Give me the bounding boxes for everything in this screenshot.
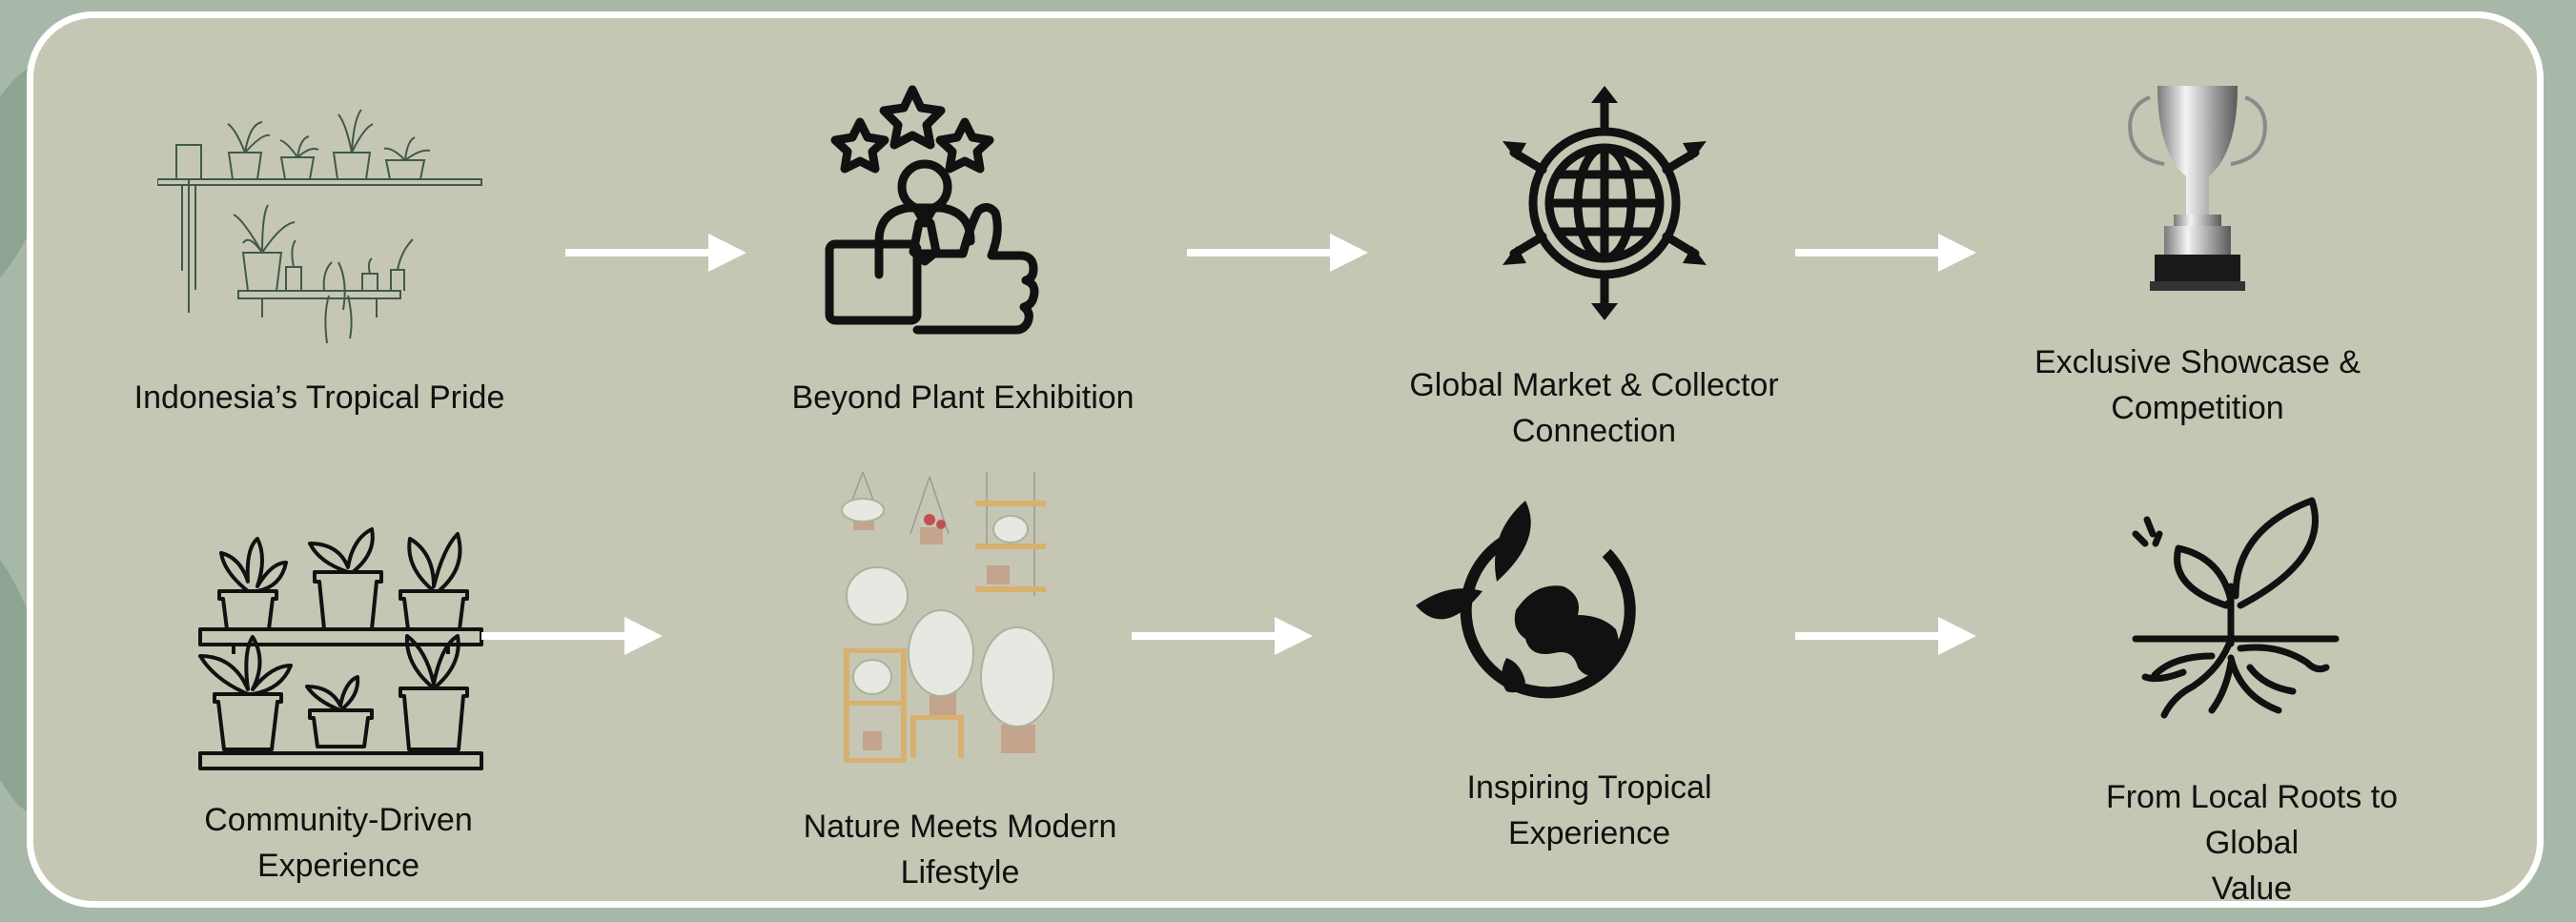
step-label-global-market: Global Market & Collector Connection [1409, 367, 1779, 449]
step-label-inspiring-tropical: Inspiring Tropical Experience [1466, 769, 1712, 851]
flow-arrow-2 [1187, 234, 1368, 272]
hanging-plant-shelf-illustration [157, 109, 482, 344]
businessman-thumbs-up-stars-icon [825, 85, 1039, 335]
process-diagram-panel [27, 11, 2544, 908]
flow-arrow-5 [1132, 617, 1313, 655]
step-label-community-driven: Community-Driven Experience [204, 802, 473, 884]
silver-trophy-icon [2128, 86, 2267, 291]
step-label-local-roots-global-value: From Local Roots to Global Value [2105, 779, 2399, 907]
flow-arrow-1 [565, 234, 746, 272]
potted-plants-shelf-icon [198, 527, 483, 770]
flow-arrow-6 [1795, 617, 1976, 655]
step-label-nature-meets-modern: Nature Meets Modern Lifestyle [803, 809, 1117, 891]
step-label-beyond-plant-exhibition: Beyond Plant Exhibition [791, 379, 1135, 416]
watercolor-plant-shelves [841, 472, 1054, 763]
flow-arrow-4 [481, 617, 663, 655]
earth-leaves-icon [1416, 501, 1636, 699]
step-label-indonesia-tropical-pride: Indonesia’s Tropical Pride [133, 379, 505, 416]
flow-arrow-3 [1795, 234, 1976, 272]
globe-arrows-icon [1503, 86, 1707, 320]
sprout-roots-icon [2132, 497, 2340, 719]
step-label-exclusive-showcase: Exclusive Showcase & Competition [2034, 344, 2361, 426]
